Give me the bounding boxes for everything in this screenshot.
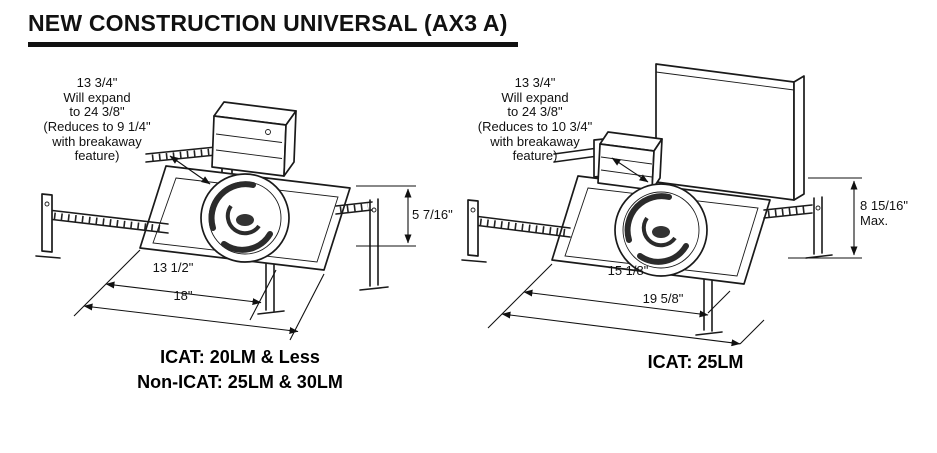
inner-width-label-left: 13 1/2" [152, 260, 194, 275]
junction-box [211, 101, 297, 177]
left-hanger-bar [461, 199, 571, 263]
outer-width-label-left: 18" [173, 288, 193, 303]
height-dim-suffix: Max. [860, 213, 889, 228]
note-leader-arrow [611, 157, 649, 183]
left-hanger-bar [35, 193, 169, 259]
height-dim-label-left: 5 7/16" [412, 207, 453, 222]
inner-width-label-right: 15 1/8" [607, 263, 649, 278]
caption-right-line1: ICAT: 25LM [647, 352, 744, 372]
caption-left: ICAT: 20LM & Less Non-ICAT: 25LM & 30LM [18, 345, 462, 395]
right-hanger-bar [335, 198, 389, 291]
height-dim-label-right: 8 15/16" Max. [860, 198, 926, 228]
width-dimensions [487, 263, 765, 347]
bottom-bracket [695, 279, 723, 336]
height-dim-value: 8 15/16" [860, 198, 908, 213]
height-dimension [356, 185, 416, 247]
icat-housing-box [655, 63, 805, 201]
outer-width-label-right: 19 5/8" [642, 291, 684, 306]
left-housing-drawing [35, 101, 416, 341]
diagram-icat-20lm: 13 3/4" Will expand to 24 3/8" (Reduces … [18, 58, 462, 403]
height-dimension [788, 177, 862, 259]
diagram-icat-25lm: 13 3/4" Will expand to 24 3/8" (Reduces … [458, 58, 933, 403]
width-dimensions [73, 249, 325, 341]
expand-note-right: 13 3/4" Will expand to 24 3/8" (Reduces … [477, 75, 593, 164]
caption-right: ICAT: 25LM [458, 350, 933, 375]
expand-note-left: 13 3/4" Will expand to 24 3/8" (Reduces … [43, 75, 151, 164]
aperture [614, 183, 708, 277]
caption-left-line1: ICAT: 20LM & Less [160, 347, 320, 367]
right-hanger-bar [763, 196, 833, 259]
bottom-bracket [257, 263, 285, 315]
page-title: NEW CONSTRUCTION UNIVERSAL (AX3 A) [28, 10, 518, 47]
right-housing-drawing [461, 63, 862, 347]
caption-left-line2: Non-ICAT: 25LM & 30LM [137, 372, 343, 393]
note-leader-arrow [169, 155, 211, 185]
aperture [200, 173, 290, 263]
